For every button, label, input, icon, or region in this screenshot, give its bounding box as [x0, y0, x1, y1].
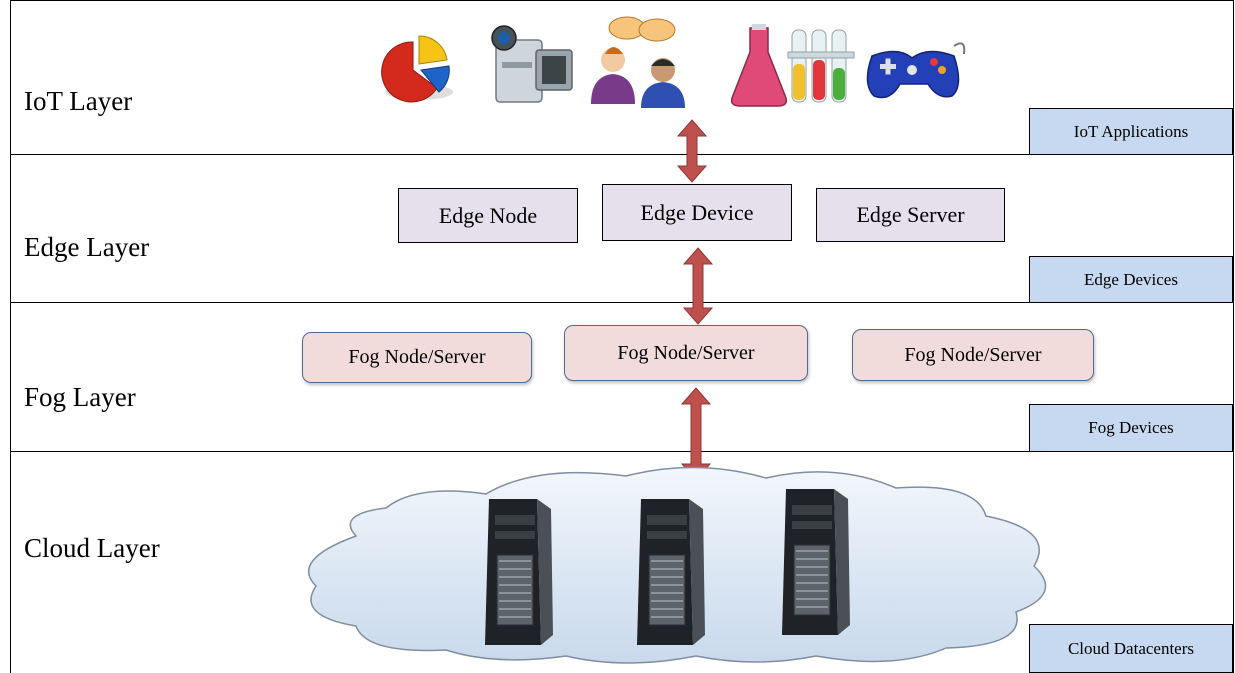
edge-device-box: Edge Device [602, 184, 792, 241]
video-camera-icon [491, 25, 573, 103]
iot-layer-title: IoT Layer [24, 86, 133, 116]
fog-node-server-box-3: Fog Node/Server [852, 329, 1094, 381]
fog-devices-tag: Fog Devices [1029, 404, 1233, 452]
server-tower-icon [485, 499, 553, 645]
fog-node-server-box-2: Fog Node/Server [564, 325, 808, 381]
fog-cloud-divider [10, 451, 1234, 452]
cloud-datacenters-tag: Cloud Datacenters [1029, 624, 1233, 673]
server-tower-icon [782, 489, 850, 635]
iot-edge-arrow [676, 119, 708, 183]
iot-applications-tag: IoT Applications [1029, 108, 1233, 155]
pie-chart-icon [381, 35, 453, 103]
edge-layer-title: Edge Layer [24, 232, 150, 262]
top-border [10, 0, 1234, 1]
lab-test-tubes-icon [730, 24, 855, 107]
fog-layer-title: Fog Layer [24, 382, 136, 412]
edge-node-box: Edge Node [398, 188, 578, 243]
edge-fog-arrow [682, 247, 714, 325]
edge-server-box: Edge Server [816, 188, 1005, 242]
edge-devices-tag: Edge Devices [1029, 256, 1233, 303]
fog-node-server-box-1: Fog Node/Server [302, 332, 532, 383]
chatting-people-icon [591, 16, 685, 108]
cloud-layer-title: Cloud Layer [24, 533, 160, 563]
edge-fog-divider [10, 302, 1234, 303]
server-tower-icon [637, 499, 705, 645]
iot-edge-divider [10, 154, 1234, 155]
gamepad-icon [866, 42, 966, 99]
